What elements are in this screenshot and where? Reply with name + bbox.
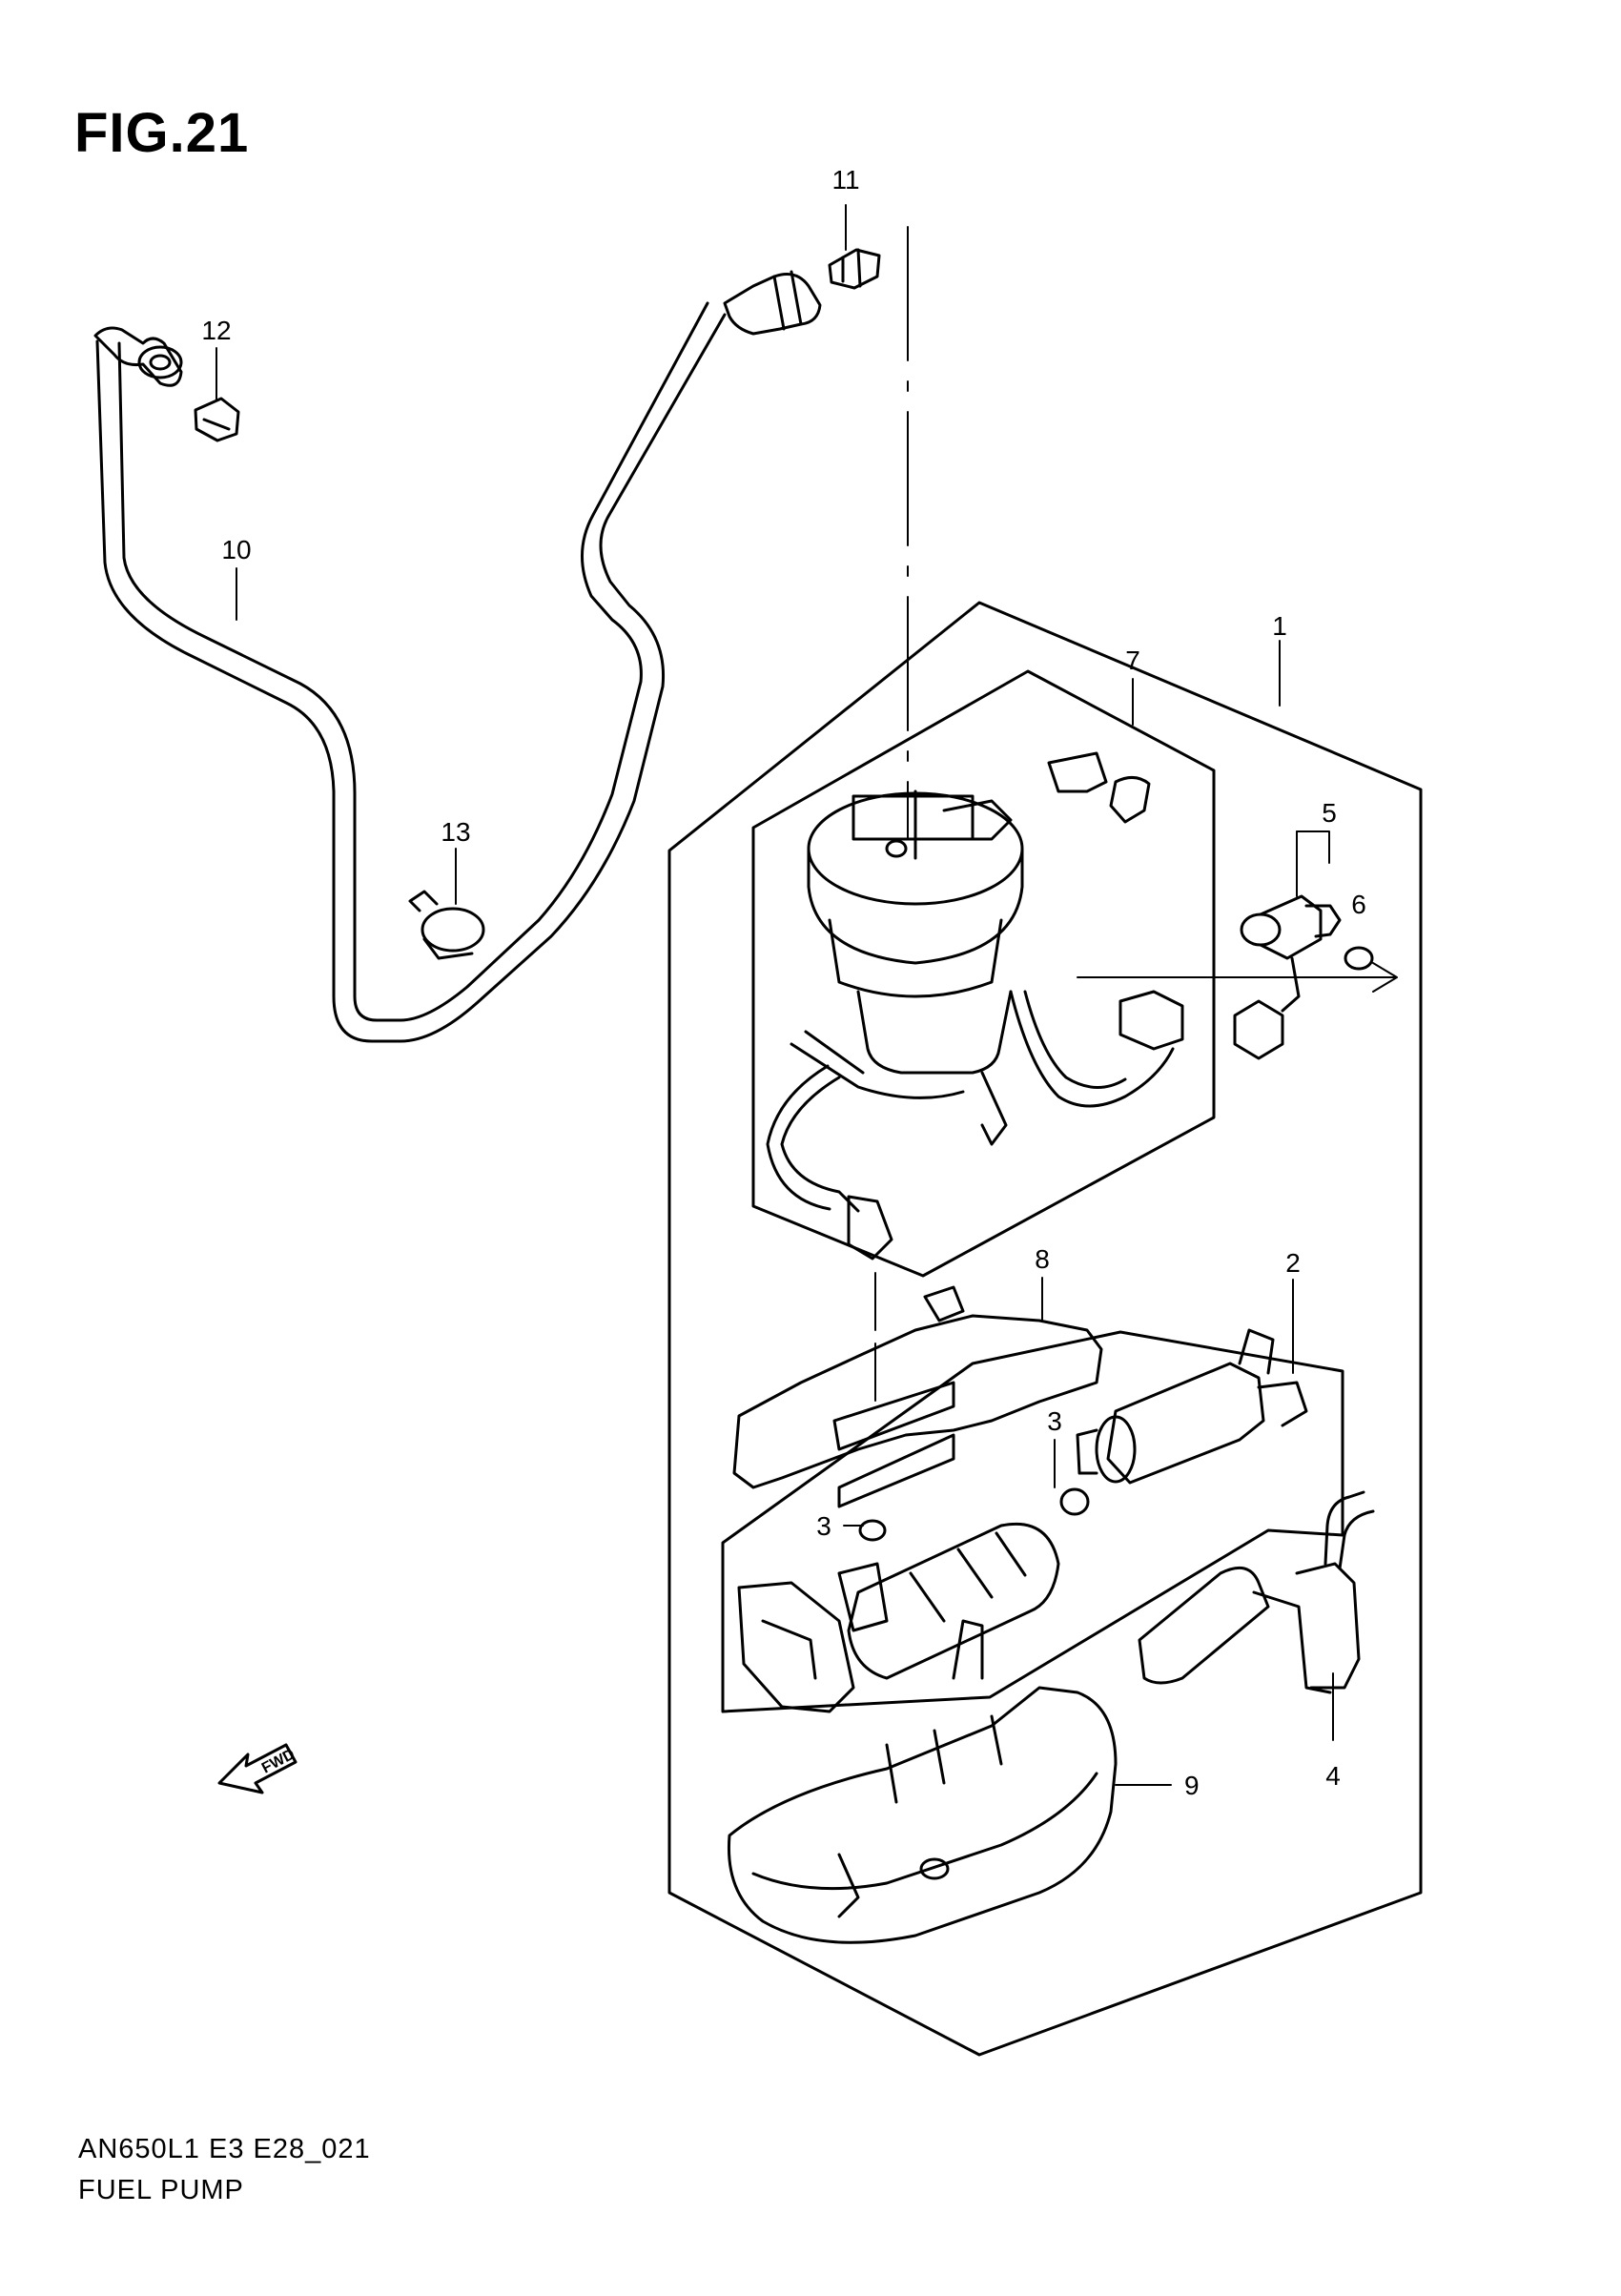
subassembly-box-2 (721, 1330, 1344, 1713)
o-ring-3b (1059, 1487, 1090, 1516)
callout-6: 6 (1351, 890, 1366, 919)
callout-1: 1 (1272, 611, 1287, 641)
pump-case-9 (727, 1619, 1118, 1944)
callout-3-upper: 3 (1047, 1406, 1062, 1436)
callout-9: 9 (1184, 1771, 1200, 1800)
o-ring-6 (1344, 946, 1374, 971)
regulator-5 (1233, 894, 1342, 1060)
callout-2: 2 (1285, 1248, 1301, 1278)
callout-3-lower: 3 (816, 1511, 831, 1541)
callout-13: 13 (441, 817, 470, 847)
figure-name: FUEL PUMP (78, 2175, 244, 2205)
figure-title: FIG.21 (74, 102, 250, 164)
pump-axis-line (1077, 962, 1398, 993)
pump-filter-cage (837, 1519, 1060, 1680)
figure-code: AN650L1 E3 E28_021 (78, 2134, 371, 2164)
callout-8: 8 (1035, 1244, 1050, 1274)
callout-5: 5 (1322, 798, 1337, 828)
pump-holder-8 (732, 1285, 1103, 1508)
callout-4: 4 (1325, 1761, 1341, 1791)
callout-7: 7 (1125, 646, 1140, 675)
callout-12: 12 (201, 316, 231, 345)
clip-12 (194, 397, 240, 442)
clamp-13 (408, 890, 485, 960)
forward-arrow (217, 1743, 298, 1794)
subassembly-box-7 (751, 669, 1216, 1278)
pump-cap-assembly (766, 751, 1184, 1261)
bracket-left (737, 1581, 855, 1713)
assembly-box-1 (667, 601, 1423, 2057)
callout-11: 11 (831, 165, 859, 195)
fuel-hose-10 (95, 301, 727, 1043)
callout-10: 10 (221, 535, 251, 564)
clip-11 (828, 248, 881, 290)
hose-connector-top (723, 270, 822, 336)
hose-connector-left (93, 326, 183, 387)
fuel-sender-4 (1138, 1490, 1375, 1694)
leader-5 (1296, 830, 1330, 864)
fuel-pump-2 (1076, 1328, 1308, 1485)
